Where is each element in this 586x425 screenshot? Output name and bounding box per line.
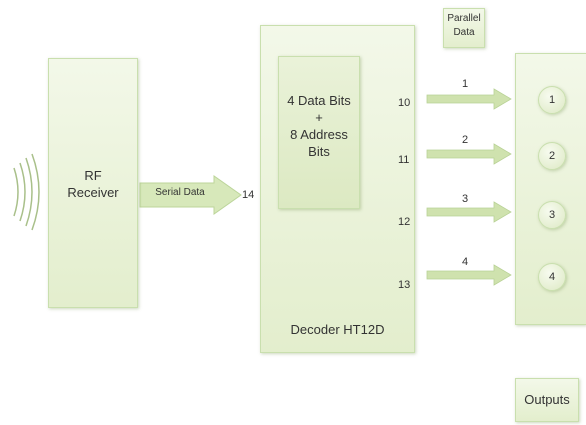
data-address-bits-block (278, 56, 360, 209)
parallel-arrow-2 (426, 143, 512, 165)
output-circle-4: 4 (538, 263, 566, 291)
wire-label-3: 3 (462, 193, 469, 205)
inner-line-3: 8 Address (290, 127, 348, 142)
radio-waves-icon (13, 153, 40, 231)
pin-14-label: 14 (242, 189, 255, 201)
wire-label-4: 4 (462, 256, 469, 268)
rf-receiver-block (48, 58, 138, 308)
parallel-arrows (426, 88, 512, 286)
parallel-arrow-1 (426, 88, 512, 110)
pin-13-label: 13 (398, 279, 411, 291)
parallel-arrow-3 (426, 201, 512, 223)
output-circle-3: 3 (538, 201, 566, 229)
inner-line-1: 4 Data Bits (287, 93, 351, 108)
serial-data-label: Serial Data (155, 187, 205, 198)
output-circle-2: 2 (538, 142, 566, 170)
pin-12-label: 12 (398, 216, 411, 228)
wire-label-2: 2 (462, 134, 469, 146)
outputs-label: Outputs (524, 392, 570, 407)
pin-11-label: 11 (398, 154, 410, 166)
serial-data-arrow (139, 175, 242, 215)
output-circle-1: 1 (538, 86, 566, 114)
wire-label-1: 1 (462, 78, 469, 90)
inner-line-2: + (315, 110, 323, 125)
decoder-title: Decoder HT12D (290, 322, 385, 337)
inner-line-4: Bits (308, 144, 330, 159)
rf-receiver-label-line2: Receiver (67, 185, 119, 200)
parallel-data-line1: Parallel (447, 13, 481, 24)
outputs-label-box (515, 378, 579, 422)
pin-10-label: 10 (398, 97, 411, 109)
rf-receiver-label-line1: RF (84, 168, 102, 183)
parallel-arrow-4 (426, 264, 512, 286)
parallel-data-line2: Data (453, 27, 475, 38)
parallel-data-label-box (443, 8, 485, 48)
